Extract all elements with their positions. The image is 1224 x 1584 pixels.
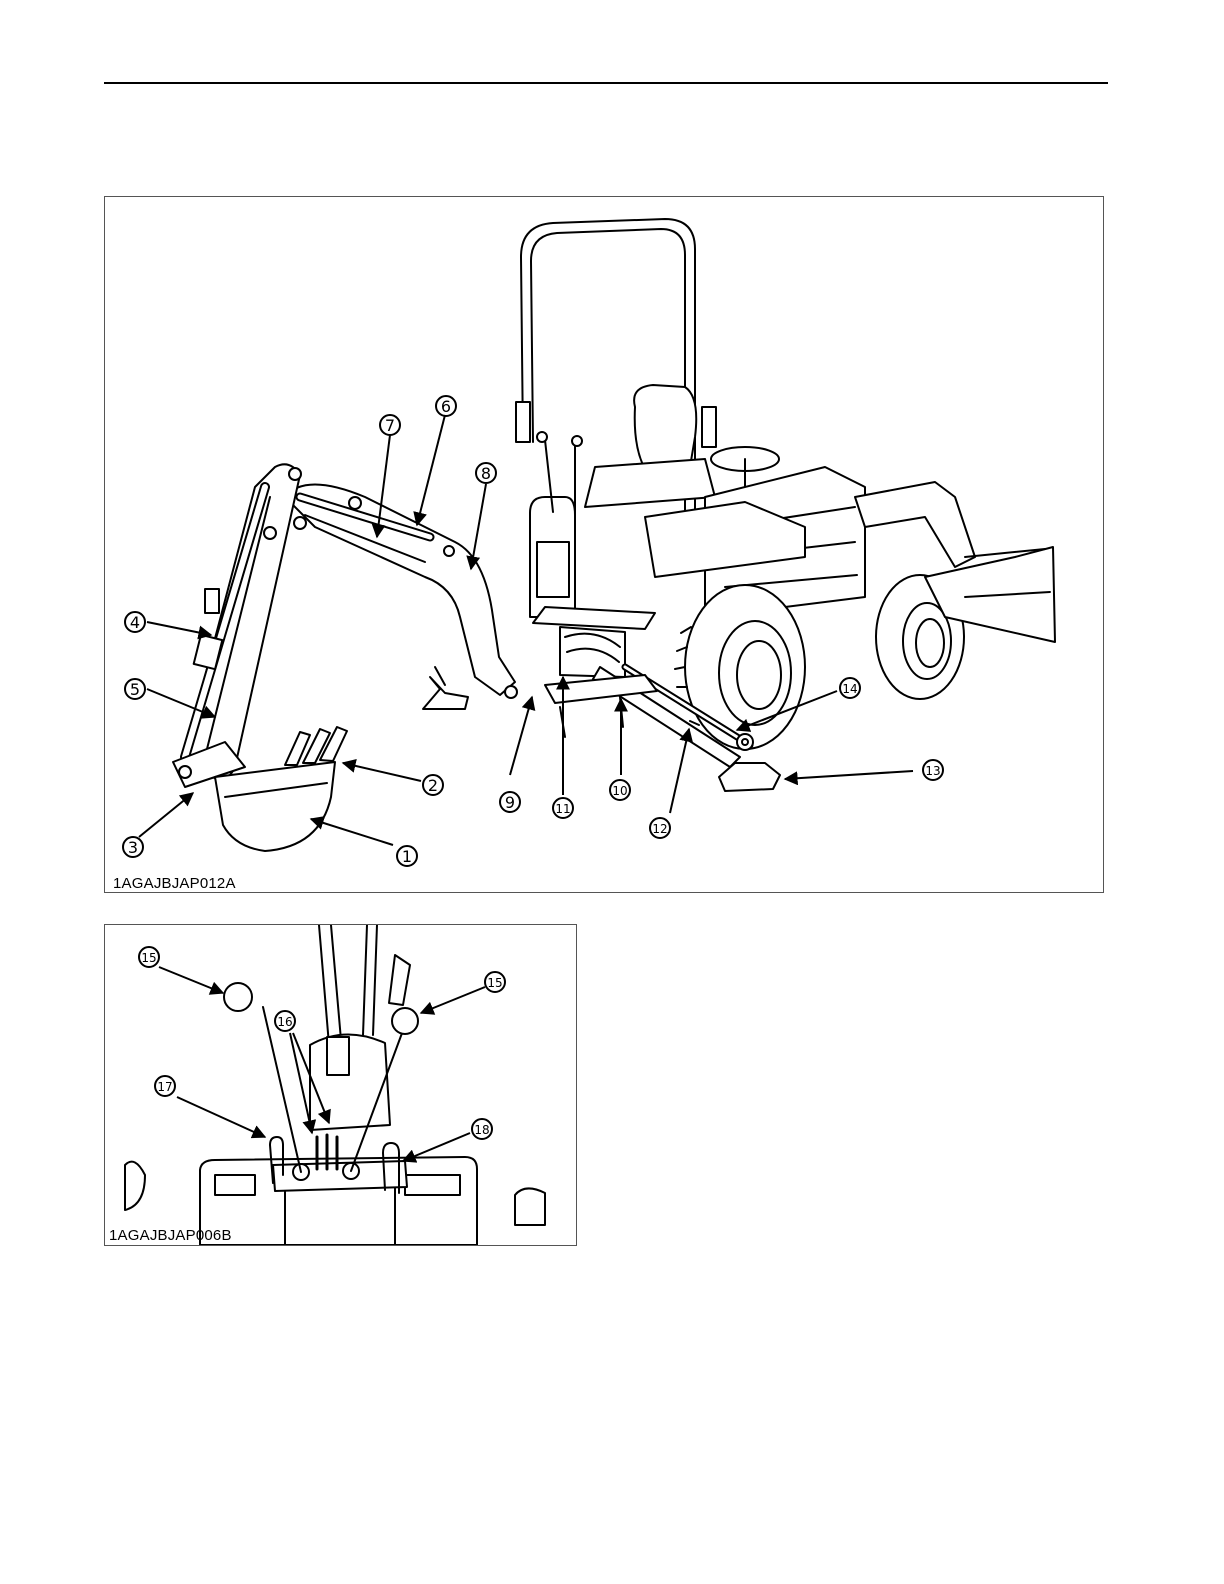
header-rule	[104, 82, 1108, 84]
callout-6: 6	[441, 397, 451, 416]
callout-4: 4	[130, 613, 140, 632]
callout-14: 14	[842, 682, 857, 696]
callout-17: 17	[157, 1080, 172, 1094]
callout-11: 11	[555, 802, 570, 816]
callout-10: 10	[612, 784, 627, 798]
callout-16: 16	[277, 1015, 292, 1029]
callout-15-left: 15	[141, 951, 156, 965]
callout-9: 9	[505, 793, 515, 812]
callout-5: 5	[130, 680, 140, 699]
callout-number-layer: 1 2 3 4 5 6 7 8 9 10 11 12 13 14	[105, 197, 1104, 893]
callout-18: 18	[474, 1123, 489, 1137]
callout-3: 3	[128, 838, 138, 857]
callout-1: 1	[402, 847, 412, 866]
figure-code: 1AGAJBJAP012A	[113, 875, 236, 892]
figure-code: 1AGAJBJAP006B	[109, 1227, 232, 1244]
backhoe-overview-figure: 1 2 3 4 5 6 7 8 9 10 11 12 13 14 1AGAJBJ…	[104, 196, 1104, 893]
callout-8: 8	[481, 464, 491, 483]
callout-12: 12	[652, 822, 667, 836]
callout-2: 2	[428, 776, 438, 795]
callout-15-right: 15	[487, 976, 502, 990]
control-levers-figure: 15 15 16 17 18 1AGAJBJAP006B	[104, 924, 577, 1246]
callout-13: 13	[925, 764, 940, 778]
control-callout-layer: 15 15 16 17 18	[105, 925, 577, 1246]
callout-7: 7	[385, 416, 395, 435]
